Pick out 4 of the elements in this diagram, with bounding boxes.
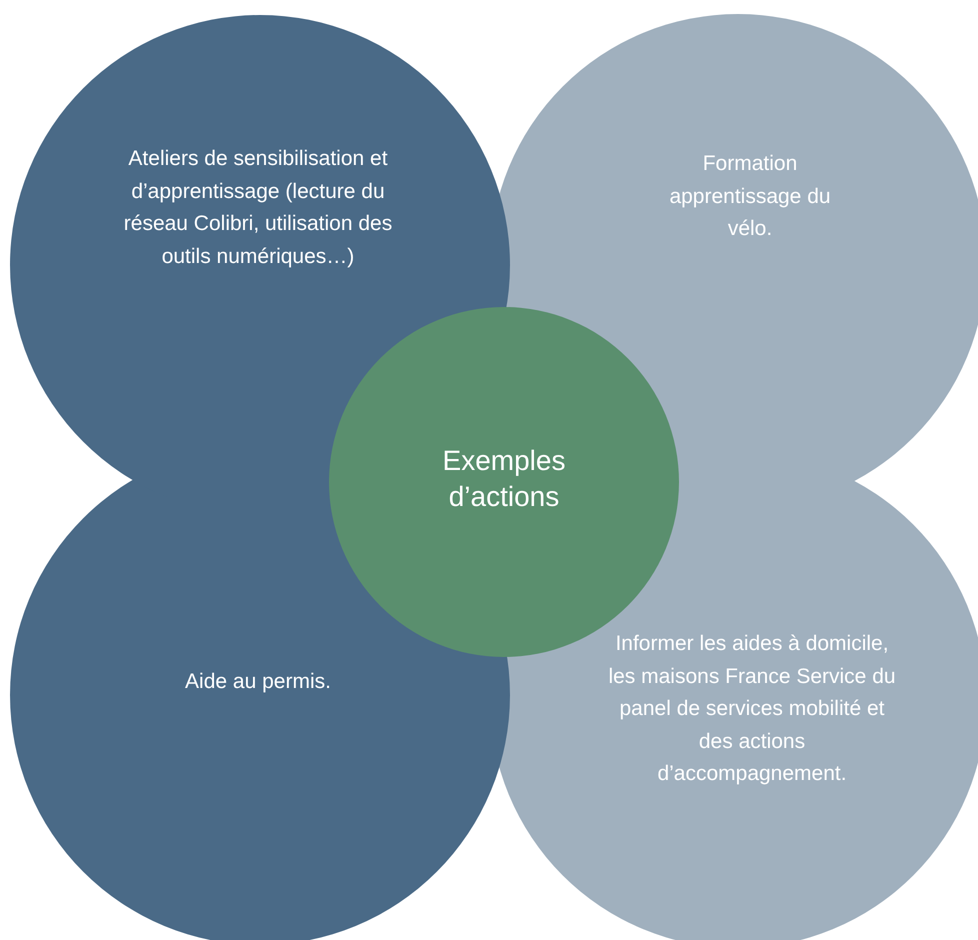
node-text: Exemples d’actions bbox=[409, 443, 599, 516]
node-text: Aide au permis. bbox=[108, 666, 408, 699]
node-text: Formation apprentissage du vélo. bbox=[650, 148, 850, 246]
node-text: Ateliers de sensibilisation et d’apprentissage (lecture du réseau Colibri, utilisation des outils numériques…) bbox=[118, 143, 398, 274]
